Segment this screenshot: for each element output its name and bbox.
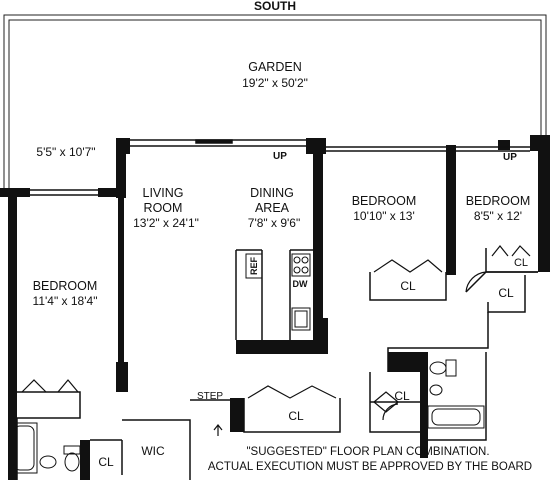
bedroom-right-dim: 8'5" x 12' <box>474 209 522 223</box>
stove <box>291 253 311 277</box>
disclaimer-line1: "SUGGESTED" FLOOR PLAN COMBINATION. <box>246 446 489 458</box>
entry-arrow-icon <box>213 424 223 436</box>
living-name-line1: LIVING <box>143 186 184 200</box>
garden-outline <box>3 14 547 189</box>
living-name-line2: ROOM <box>144 201 183 215</box>
living-dim: 13'2" x 24'1" <box>133 216 199 230</box>
doors <box>21 245 531 421</box>
toilet-right <box>429 359 457 377</box>
dw-label: DW <box>293 279 308 289</box>
bedroom-left-name: BEDROOM <box>33 279 98 293</box>
dining-name-line2: AREA <box>255 201 290 215</box>
terrace-dim: 5'5" x 10'7" <box>36 145 95 159</box>
closet-label-right-lower: CL <box>498 286 514 300</box>
up-label-bedroom: UP <box>503 152 517 163</box>
closet-label-hall: CL <box>288 409 304 423</box>
bathtub-right <box>427 405 485 429</box>
dining-name-line1: DINING <box>250 186 294 200</box>
garden-dim: 19'2" x 50'2" <box>242 76 308 90</box>
refrigerator <box>245 253 263 279</box>
closet-label-left: CL <box>98 455 114 469</box>
step-label: STEP <box>197 391 223 402</box>
walls <box>0 135 550 480</box>
wic-label: WIC <box>141 444 165 458</box>
closet-label-right-upper: CL <box>514 257 528 269</box>
bedroom-right-name: BEDROOM <box>466 194 531 208</box>
kitchen-sink <box>291 307 311 331</box>
bathtub-left <box>10 422 38 474</box>
toilet-left <box>63 445 81 472</box>
bedroom-center-name: BEDROOM <box>352 194 417 208</box>
bedroom-center-dim: 10'10" x 13' <box>353 209 415 223</box>
up-label-living: UP <box>273 151 287 162</box>
sink-right <box>429 384 443 396</box>
dining-dim: 7'8" x 9'6" <box>248 216 300 230</box>
closet-label-bath: CL <box>394 389 410 403</box>
disclaimer-line2: ACTUAL EXECUTION MUST BE APPROVED BY THE… <box>208 461 532 473</box>
compass-south-label: SOUTH <box>254 0 296 13</box>
closet-label-center: CL <box>400 279 416 293</box>
sink-left <box>39 455 57 469</box>
bedroom-left-dim: 11'4" x 18'4" <box>33 294 98 308</box>
garden-name: GARDEN <box>248 60 301 74</box>
ref-label: REF <box>249 256 259 275</box>
